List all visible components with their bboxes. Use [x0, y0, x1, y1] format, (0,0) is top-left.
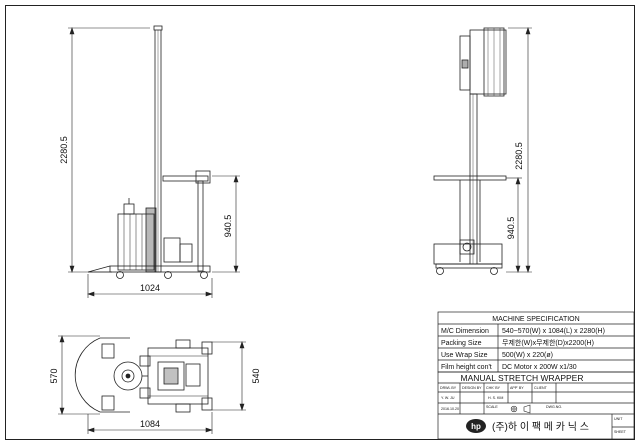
front-view — [433, 27, 507, 275]
dim-plan-depth: 570 — [49, 368, 59, 383]
plan-view-dimensions — [58, 335, 246, 434]
side-view — [87, 25, 211, 279]
label-chk-by: CHK' BY — [486, 386, 501, 390]
title-block — [437, 371, 635, 440]
sign-a: Y. W. JU — [441, 396, 455, 400]
side-view-dimensions — [68, 27, 240, 298]
label-date: 2016.10.20 — [441, 407, 459, 411]
dim-plan-length: 1084 — [140, 419, 160, 429]
spec-row-label: Use Wrap Size — [441, 352, 488, 359]
label-design-by: DESIGN BY — [462, 386, 482, 390]
spec-row-label: Film height con't — [441, 364, 492, 371]
company-logo: hp — [466, 419, 486, 433]
label-client: CLIENT — [534, 386, 548, 390]
spec-table-header: MACHINE SPECIFICATION — [492, 316, 579, 323]
front-view-dimensions — [506, 27, 532, 273]
dim-front-table-height: 940.5 — [506, 217, 516, 240]
label-scale: SCALE — [486, 405, 498, 409]
title-block-title: MANUAL STRETCH WRAPPER — [461, 373, 584, 383]
dim-side-height: 2280.5 — [59, 136, 69, 164]
spec-row-label: Packing Size — [441, 340, 482, 347]
label-unit: UNIT — [614, 417, 623, 421]
company-logo-text: hp — [471, 422, 481, 431]
company-name: (주)하 이 팩 메 카 닉 스 — [492, 420, 589, 433]
dim-side-length: 1024 — [140, 283, 160, 293]
spec-table — [437, 311, 635, 373]
spec-row-value: 무제한(W)x무제한(D)x2200(H) — [502, 339, 594, 347]
plan-view — [74, 337, 213, 413]
spec-row-value: 500(W) x 220(ø) — [502, 352, 553, 359]
spec-row-value: 540~570(W) x 1084(L) x 2280(H) — [502, 328, 605, 335]
label-dwg-no: DWG.NO. — [546, 405, 562, 409]
label-sheet: SHEET — [614, 430, 627, 434]
dim-side-table-height: 940.5 — [223, 215, 233, 238]
label-appr-by: APP' BY — [510, 386, 524, 390]
sign-b: H. S. KIM — [488, 396, 503, 400]
sheet-border — [5, 5, 635, 440]
label-drwn-by: DRWL BY — [440, 386, 457, 390]
projection-symbol-icon — [510, 404, 531, 414]
spec-row-label: M/C Dimension — [441, 328, 489, 335]
dim-plan-width: 540 — [251, 368, 261, 383]
dim-front-height: 2280.5 — [514, 142, 524, 170]
spec-row-value: DC Motor x 200W x1/30 — [502, 364, 577, 371]
